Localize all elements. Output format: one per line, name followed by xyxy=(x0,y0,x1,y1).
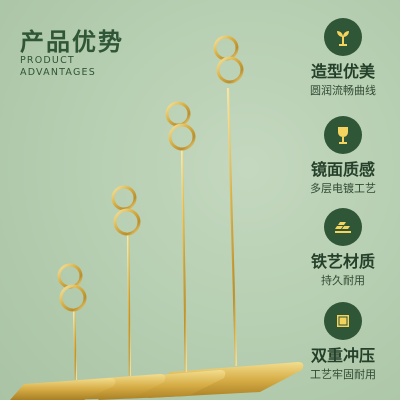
goblet-icon xyxy=(324,116,362,154)
clip-stand-short xyxy=(10,263,116,400)
subtitle-line-2: ADVANTAGES xyxy=(20,67,96,78)
clip-stand-tall xyxy=(148,35,304,398)
feature-subtitle: 工艺牢固耐用 xyxy=(310,368,376,381)
feature-title: 双重冲压 xyxy=(310,346,375,365)
stand-ring-bottom xyxy=(59,284,87,312)
stand-wire xyxy=(180,147,188,373)
stand-wire xyxy=(126,231,132,377)
page-subtitle: PRODUCT ADVANTAGES xyxy=(20,55,96,79)
stand-ring-top xyxy=(213,35,239,61)
stand-ring-top xyxy=(111,185,137,211)
feature-item-stamping: 双重冲压 工艺牢固耐用 xyxy=(300,302,386,382)
feature-subtitle: 圆润流畅曲线 xyxy=(310,84,376,97)
feature-item-finish: 镜面质感 多层电镀工艺 xyxy=(300,116,386,196)
stand-ring-bottom xyxy=(216,56,244,84)
clip-stand-medium-tall xyxy=(98,101,226,400)
stand-ring-bottom xyxy=(168,123,196,151)
feature-title: 镜面质感 xyxy=(310,160,375,179)
iron-bars-icon xyxy=(324,208,362,246)
feature-item-material: 铁艺材质 持久耐用 xyxy=(300,208,386,288)
stand-ring-top xyxy=(57,263,83,289)
feature-title: 铁艺材质 xyxy=(310,252,375,271)
stand-wire xyxy=(72,307,78,381)
stand-ring-bottom xyxy=(113,208,141,236)
subtitle-line-1: PRODUCT xyxy=(20,55,75,66)
feature-title: 造型优美 xyxy=(310,62,375,81)
square-icon xyxy=(324,302,362,340)
feature-subtitle: 持久耐用 xyxy=(321,274,365,287)
stand-wire xyxy=(226,87,238,367)
page-title: 产品优势 xyxy=(20,28,124,56)
stand-base xyxy=(10,378,116,400)
feature-item-shape: 造型优美 圆润流畅曲线 xyxy=(300,18,386,98)
stand-ring-top xyxy=(165,101,191,127)
sprout-icon xyxy=(324,18,362,56)
feature-subtitle: 多层电镀工艺 xyxy=(310,182,376,195)
